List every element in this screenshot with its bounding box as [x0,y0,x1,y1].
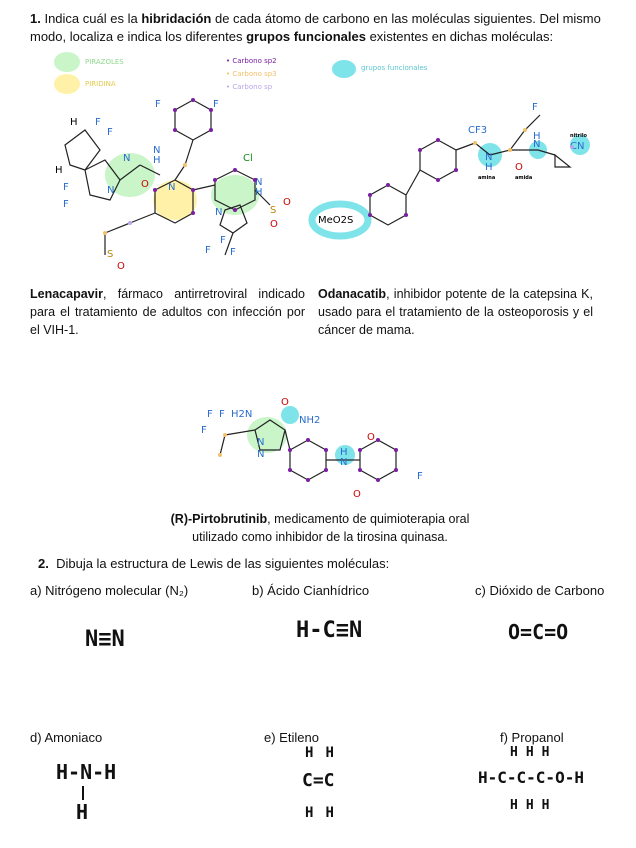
grupos-swatch [332,60,356,78]
answer-b-hcn: H-C≡N [296,618,363,643]
answer-a-n2: N≡N [85,627,125,652]
svg-text:N: N [340,457,347,468]
svg-text:O: O [515,162,523,173]
svg-text:N: N [168,182,175,193]
answer-f-propanol: H-C-C-C-O-H [478,768,584,787]
svg-text:O: O [283,197,291,208]
pirazol-swatch [54,52,80,72]
q2-item-f-label: f) Propanol [500,730,564,745]
odanacatib-caption: Odanacatib, inhibidor potente de la cate… [318,287,593,337]
q2-item-b-label: b) Ácido Cianhídrico [252,583,370,598]
answer-c-co2: O=C=O [508,620,569,644]
svg-text:MeO2S: MeO2S [318,215,353,226]
q2-item-a-label: a) Nitrógeno molecular (N₂) [30,583,189,598]
legend-sp2: • Carbono sp2 [226,57,277,65]
answer-f-h-bottom: HHH [510,798,558,813]
pirtobrutinib-caption: (R)-Pirtobrutinib, medicamento de quimio… [170,512,470,544]
legend-pirazoles: PIRAZOLES [85,58,124,66]
legend-sp3: • Carbono sp3 [226,70,277,78]
svg-text:S: S [270,205,276,216]
svg-text:H: H [533,131,541,142]
svg-text:CN: CN [570,141,584,152]
svg-text:Cl: Cl [243,153,253,164]
answer-f-h-top: HHH [510,745,558,760]
legend-sp: • Carbono sp [226,83,273,91]
q2-item-c-label: c) Dióxido de Carbono [475,583,605,598]
svg-text:F: F [205,245,211,256]
svg-text:F: F [95,117,101,128]
svg-text:H: H [70,117,78,128]
answer-e-h-top: HH [305,745,346,761]
question-1-number: 1. [30,11,41,26]
svg-text:N: N [255,177,262,188]
svg-text:NH2: NH2 [299,415,320,426]
svg-text:F: F [219,409,225,420]
q2-item-e-label: e) Etileno [264,730,319,745]
svg-text:F: F [107,127,113,138]
lenacapavir-caption: Lenacapavir, fármaco antirretroviral ind… [30,287,305,337]
answer-d-nh3: H-N-H [56,760,117,784]
answer-d-h-bottom: H [76,800,89,824]
svg-text:amina: amina [478,175,495,181]
svg-text:H: H [255,187,263,198]
svg-text:amida: amida [515,175,532,181]
svg-text:S: S [107,249,113,260]
svg-text:N: N [107,185,114,196]
svg-text:H: H [340,447,348,458]
question-1-text: 1. Indica cuál es la hibridación de cada… [30,11,601,44]
svg-text:F: F [63,199,69,210]
svg-text:nitrilo: nitrilo [570,133,588,139]
svg-text:N: N [153,145,160,156]
svg-text:H: H [153,155,161,166]
svg-text:F: F [417,471,423,482]
svg-text:CF3: CF3 [468,125,487,136]
svg-text:F: F [220,235,226,246]
svg-text:O: O [367,432,375,443]
answer-d-bond [82,786,84,800]
odanacatib-structure: F CF3 N H O N H CN MeO2S nitrilo amina a… [308,102,590,240]
svg-text:N: N [485,152,492,163]
answer-e-c2h4: C=C [302,770,335,791]
svg-text:O: O [353,489,361,500]
svg-text:F: F [155,99,161,110]
svg-text:N: N [257,437,264,448]
piridina-swatch [54,74,80,94]
svg-text:F: F [63,182,69,193]
question-2-title: 2. Dibuja la estructura de Lewis de las … [38,556,390,571]
svg-text:O: O [117,261,125,272]
svg-text:H: H [485,162,493,173]
legend-grupos: grupos funcionales [361,64,428,72]
answer-e-h-bottom: HH [305,805,346,821]
svg-text:F: F [213,99,219,110]
svg-text:O: O [281,397,289,408]
svg-text:N: N [533,139,540,150]
svg-text:F: F [230,247,236,258]
svg-text:H: H [55,165,63,176]
svg-text:F: F [532,102,538,113]
svg-text:F: F [201,425,207,436]
svg-text:N: N [257,449,264,460]
svg-text:O: O [141,179,149,190]
svg-text:N: N [215,207,222,218]
svg-text:O: O [270,219,278,230]
legend-piridina: PIRIDINA [85,80,116,88]
svg-text:N: N [123,153,130,164]
svg-text:F: F [207,409,213,420]
svg-text:H2N: H2N [231,409,252,420]
lenacapavir-structure: H F F F F F F H N N O N H N Cl N N H S O… [55,98,291,272]
pirtobrutinib-structure: F F H2N O NH2 F N N O N H O F [201,397,423,500]
q2-item-d-label: d) Amoniaco [30,730,103,745]
